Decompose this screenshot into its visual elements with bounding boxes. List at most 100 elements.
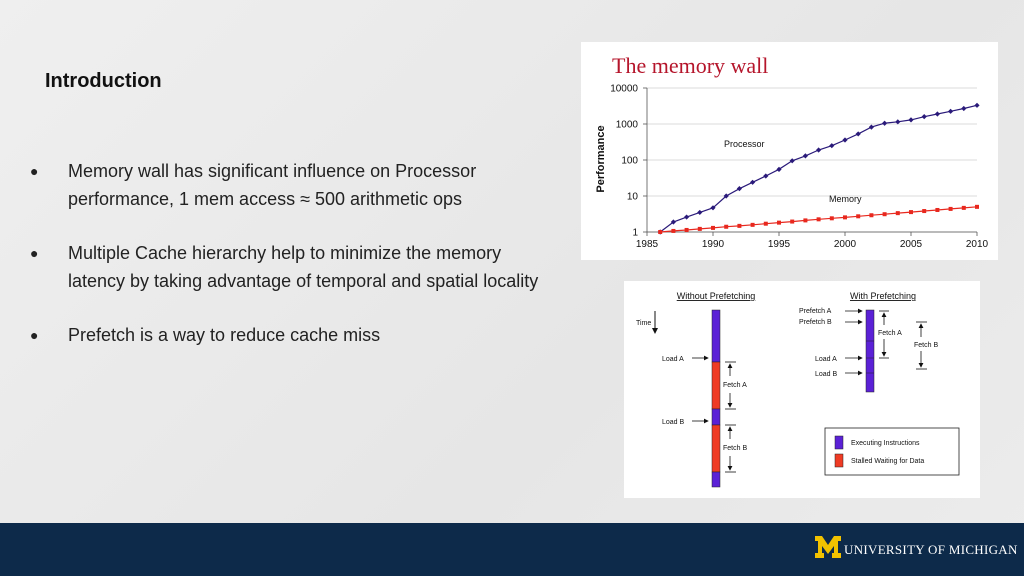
pf-fetch-b-label: Fetch B: [914, 342, 938, 349]
legend-stall-swatch: [834, 453, 844, 468]
legend-exec-label: Executing Instructions: [851, 440, 920, 447]
bullet-item: ● Memory wall has significant influence …: [30, 158, 560, 213]
with-prefetching-title: With Prefetching: [850, 291, 916, 301]
time-label: Time: [636, 320, 651, 327]
chart-svg: The memory wall Performance 1 10 100 1000 10…: [595, 53, 989, 250]
data-point: [975, 204, 979, 209]
prefetch-diagram: Without Prefetching With Prefetching Tim…: [624, 281, 980, 498]
data-point: [697, 226, 702, 231]
data-point: [921, 114, 927, 120]
series-label-memory: Memory: [829, 194, 862, 204]
load-a-label: Load A: [662, 356, 684, 363]
data-point: [842, 137, 848, 143]
data-point: [843, 215, 847, 220]
bullet-dot: ●: [30, 327, 39, 343]
data-point: [803, 218, 808, 223]
bullet-item: ● Multiple Cache hierarchy help to minim…: [30, 240, 560, 295]
data-point: [658, 230, 663, 234]
y-tick-label: 1000: [616, 120, 639, 131]
data-point: [882, 120, 888, 126]
bullet-dot: ●: [30, 163, 39, 179]
bullet-text: Prefetch is a way to reduce cache miss: [68, 325, 381, 345]
bullet-item: ● Prefetch is a way to reduce cache miss: [30, 322, 560, 350]
x-tick-label: 2000: [834, 239, 857, 250]
data-point: [882, 212, 887, 217]
data-point: [855, 131, 861, 137]
university-name: UNIVERSITY OF MICHIGAN: [844, 542, 1018, 557]
y-tick-label: 1: [632, 228, 638, 239]
data-point: [948, 108, 954, 114]
diagram-legend: [824, 427, 960, 476]
exec-segment: [711, 471, 721, 488]
data-point: [974, 102, 980, 108]
exec-segment: [865, 309, 875, 393]
data-point: [935, 207, 940, 212]
data-point: [908, 117, 914, 123]
data-point: [948, 206, 953, 211]
data-point: [671, 228, 676, 233]
chart-title: The memory wall: [612, 53, 768, 78]
prefetch-diagram-svg: Without Prefetching With Prefetching Tim…: [636, 291, 960, 488]
data-point: [736, 186, 742, 192]
data-point: [724, 224, 729, 229]
data-point: [790, 219, 795, 224]
prefetch-b-label: Prefetch B: [799, 319, 832, 326]
data-point: [868, 124, 874, 130]
load-a-label-right: Load A: [815, 356, 837, 363]
block-m-logo-icon: [815, 536, 841, 558]
data-point: [777, 220, 781, 225]
data-point: [961, 205, 966, 210]
chart-ylabel: Performance: [595, 125, 607, 192]
data-point: [789, 158, 795, 164]
data-point: [816, 217, 821, 222]
data-point: [711, 225, 715, 230]
fetch-b-label: Fetch B: [723, 445, 747, 452]
legend-exec-swatch: [834, 435, 844, 450]
load-b-label-right: Load B: [815, 371, 838, 378]
y-tick-label: 10: [627, 192, 639, 203]
data-point: [829, 143, 835, 149]
data-point: [697, 209, 703, 216]
data-point: [684, 227, 689, 232]
x-tick-label: 1985: [636, 239, 659, 250]
fetch-a-label: Fetch A: [723, 382, 747, 389]
x-tick-label: 1990: [702, 239, 725, 250]
footer-bar: UNIVERSITY OF MICHIGAN: [0, 523, 1024, 576]
pf-fetch-a-label: Fetch A: [878, 330, 902, 337]
data-point: [934, 111, 940, 117]
load-b-label: Load B: [662, 419, 685, 426]
x-tick-label: 1995: [768, 239, 791, 250]
without-prefetching-title: Without Prefetching: [677, 291, 756, 301]
data-point: [895, 119, 901, 125]
data-point: [856, 214, 861, 219]
data-point: [750, 179, 756, 185]
y-tick-label: 10000: [610, 84, 638, 95]
data-point: [737, 223, 742, 228]
legend-stall-label: Stalled Waiting for Data: [851, 458, 924, 465]
slide-title: Introduction: [45, 70, 162, 92]
data-point: [869, 213, 874, 218]
data-point: [763, 221, 768, 226]
bullet-dot: ●: [30, 245, 39, 261]
exec-segment: [711, 309, 721, 363]
data-point: [710, 205, 716, 211]
bullet-text: Multiple Cache hierarchy help to minimiz…: [68, 243, 539, 291]
data-point: [684, 214, 690, 220]
data-point: [816, 147, 822, 153]
chart-series-group: [657, 102, 980, 235]
data-point: [802, 153, 808, 159]
data-point: [763, 173, 769, 179]
y-tick-label: 100: [621, 156, 638, 167]
series-label-processor: Processor: [724, 139, 765, 149]
data-point: [723, 193, 729, 199]
stall-segment: [711, 424, 721, 473]
data-point: [909, 210, 913, 215]
prefetch-a-label: Prefetch A: [799, 308, 832, 315]
data-point: [895, 211, 900, 216]
data-point: [829, 216, 834, 221]
memory-wall-chart: The memory wall Performance 1 10 100 1000 10…: [581, 42, 998, 260]
data-point: [750, 222, 755, 227]
bullet-text: Memory wall has significant influence on…: [68, 161, 477, 209]
data-point: [922, 209, 927, 214]
